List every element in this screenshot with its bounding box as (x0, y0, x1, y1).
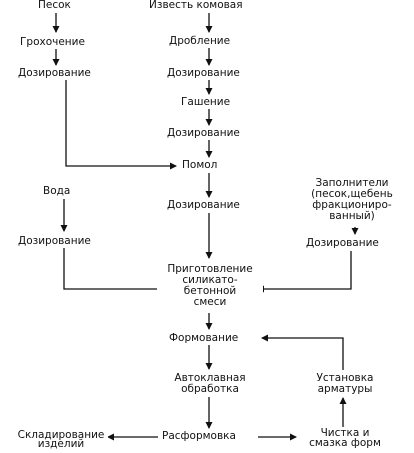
node-droblenie: Дробление (168, 35, 232, 47)
arrow-dozirovanie-pomol (65, 80, 177, 170)
node-formovanie: Формование (168, 332, 240, 344)
node-rasformovka: Расформовка (161, 430, 237, 442)
node-pesok: Песок (37, 0, 72, 11)
node-prigotovlenie-line3: бетонной (183, 285, 237, 297)
node-prigotovlenie-line1: Приготовление (167, 263, 253, 275)
node-izvest: Известь комовая (148, 0, 244, 11)
node-prigotovlenie-line2: силикато- (182, 274, 238, 286)
node-dozirovanie-pesok: Дозирование (17, 67, 92, 79)
node-avtoklav-line2: обработка (181, 383, 239, 395)
node-gashenie: Гашение (180, 96, 232, 108)
node-avtoklav-line1: Автоклавная (174, 372, 246, 384)
node-ustanovka-line1: Установка (316, 372, 374, 384)
node-zapolniteli-line1: Заполнители (315, 177, 389, 189)
node-skladirovanie: Складирование изделий (14, 429, 108, 450)
node-dozirovanie-gashenie: Дозирование (166, 127, 241, 139)
node-grokhochenie: Грохочение (19, 36, 86, 48)
node-prigotovlenie-line4: смеси (193, 296, 227, 308)
node-zapolniteli: Заполнители (песок,щебень фракциониро- в… (296, 178, 408, 222)
node-chistka: Чистка и смазка форм (298, 428, 392, 448)
node-skladirovanie-line2: изделий (37, 438, 85, 450)
node-prigotovlenie: Приготовление силикато- бетонной смеси (157, 264, 263, 308)
node-zapolniteli-line2: (песок,щебень (311, 188, 393, 200)
node-chistka-line2: смазка форм (309, 437, 381, 449)
node-dozirovanie-pomol: Дозирование (166, 199, 241, 211)
arrow-ustanovka-formovanie (261, 334, 344, 370)
node-chistka-line1: Чистка и (320, 427, 370, 439)
node-skladirovanie-line1: Складирование (17, 429, 105, 441)
node-ustanovka-line2: арматуры (317, 383, 373, 395)
node-dozirovanie-zapoln: Дозирование (305, 237, 380, 249)
node-avtoklav: Автоклавная обработка (166, 373, 254, 395)
node-pomol: Помол (181, 159, 219, 171)
arrow-dozirovanie-voda-prigotovlenie (63, 248, 167, 293)
node-zapolniteli-line4: ванный) (329, 210, 375, 222)
arrow-dozirovanie-zapoln-prigotovlenie (257, 251, 352, 293)
node-ustanovka: Установка арматуры (302, 373, 388, 395)
node-dozirovanie-voda: Дозирование (17, 235, 92, 247)
node-voda: Вода (42, 185, 72, 197)
node-zapolniteli-line3: фракциониро- (312, 199, 392, 211)
node-dozirovanie-izvest: Дозирование (166, 67, 241, 79)
